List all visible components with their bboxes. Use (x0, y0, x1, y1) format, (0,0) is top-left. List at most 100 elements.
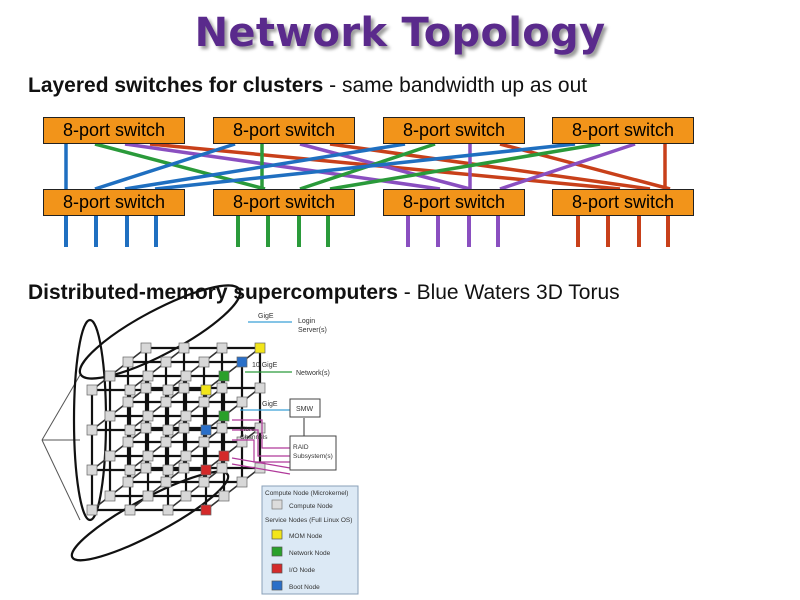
torus-legend: Compute Node (Microkernel) Compute Node … (261, 485, 359, 595)
compute-node (254, 422, 266, 434)
compute-node (104, 410, 116, 422)
compute-node (122, 476, 134, 488)
compute-node (198, 396, 210, 408)
compute-node (104, 370, 116, 382)
service-node (218, 450, 230, 462)
top-switch-4: 8-port switch (552, 117, 694, 144)
compute-node (124, 424, 136, 436)
legend-swatch (271, 563, 283, 574)
compute-node (198, 476, 210, 488)
compute-node (216, 382, 228, 394)
top-switch-1: 8-port switch (43, 117, 185, 144)
compute-node (236, 436, 248, 448)
gige-smw-label: GigE (262, 401, 278, 408)
compute-node (218, 490, 230, 502)
compute-node (180, 450, 192, 462)
link-purple (124, 142, 441, 191)
legend-label: MOM Node (289, 533, 323, 540)
compute-node (142, 450, 154, 462)
torus-service-nodes (200, 342, 266, 516)
legend-label: Network Node (289, 550, 331, 557)
compute-node (162, 504, 174, 516)
compute-node (124, 464, 136, 476)
compute-node (236, 476, 248, 488)
link-green (329, 142, 601, 191)
smw-box (289, 398, 321, 418)
compute-node (124, 504, 136, 516)
compute-node (160, 356, 172, 368)
compute-node (162, 464, 174, 476)
link-blue (94, 142, 236, 191)
compute-node-swatch (271, 499, 283, 510)
compute-node (162, 424, 174, 436)
compute-node (198, 436, 210, 448)
compute-node (160, 436, 172, 448)
legend-service-title: Service Nodes (Full Linux OS) (265, 517, 352, 524)
raid-label-2: Subsystem(s) (293, 453, 333, 460)
legend-label: I/O Node (289, 567, 315, 574)
service-node (200, 424, 212, 436)
service-node (200, 464, 212, 476)
cluster-heading-rest: - same bandwidth up as out (323, 74, 588, 97)
compute-node (140, 382, 152, 394)
compute-node (142, 370, 154, 382)
legend-swatch (271, 529, 283, 540)
service-node (218, 410, 230, 422)
supercomputer-heading-bold: Distributed-memory supercomputers (28, 281, 398, 304)
service-node (254, 342, 266, 354)
link-blue (154, 142, 576, 191)
gige-top-label: GigE (258, 313, 274, 320)
cluster-heading-bold: Layered switches for clusters (28, 74, 324, 97)
bottom-switch-3: 8-port switch (383, 189, 525, 216)
legend-compute: Compute Node (289, 503, 333, 510)
compute-node (236, 396, 248, 408)
compute-node (178, 342, 190, 354)
fibre-channel-link (232, 429, 290, 457)
bottom-switch-1: 8-port switch (43, 189, 185, 216)
compute-node (180, 370, 192, 382)
smw-label: SMW (296, 406, 314, 413)
page-title: Network Topology (194, 10, 606, 56)
raid-label-1: RAID (293, 444, 309, 451)
fibre-label-1: Fibre (240, 426, 255, 433)
compute-node (180, 410, 192, 422)
compute-node (198, 356, 210, 368)
compute-node (216, 342, 228, 354)
cluster-heading: Layered switches for clusters - same ban… (28, 74, 587, 98)
login-label-1: Login (298, 318, 315, 325)
compute-node (104, 490, 116, 502)
fibre-channel-link (232, 419, 290, 449)
fibre-channel-link (231, 463, 291, 475)
legend-swatch (271, 546, 283, 557)
compute-node (122, 396, 134, 408)
compute-node (140, 342, 152, 354)
network-label: Network(s) (296, 370, 330, 377)
compute-node (160, 396, 172, 408)
fibre-label-2: Channels (240, 434, 268, 441)
compute-node (178, 382, 190, 394)
compute-node (86, 464, 98, 476)
compute-node (160, 476, 172, 488)
compute-node (162, 384, 174, 396)
legend-swatch (271, 580, 283, 591)
link-blue (124, 142, 406, 191)
compute-node (216, 462, 228, 474)
supercomputer-heading: Distributed-memory supercomputers - Blue… (28, 281, 620, 305)
top-switch-3: 8-port switch (383, 117, 525, 144)
service-node (218, 370, 230, 382)
link-purple (299, 142, 471, 191)
compute-node (254, 382, 266, 394)
compute-node (142, 490, 154, 502)
torus-grid (86, 342, 266, 516)
legend-label: Boot Node (289, 584, 320, 591)
compute-node (122, 436, 134, 448)
tengige-label: 10 GigE (252, 362, 278, 369)
compute-node (216, 422, 228, 434)
fibre-channel-link (232, 439, 290, 463)
bottom-switch-2: 8-port switch (213, 189, 355, 216)
compute-node (86, 504, 98, 516)
fibre-channel-link (231, 457, 291, 469)
compute-node (124, 384, 136, 396)
